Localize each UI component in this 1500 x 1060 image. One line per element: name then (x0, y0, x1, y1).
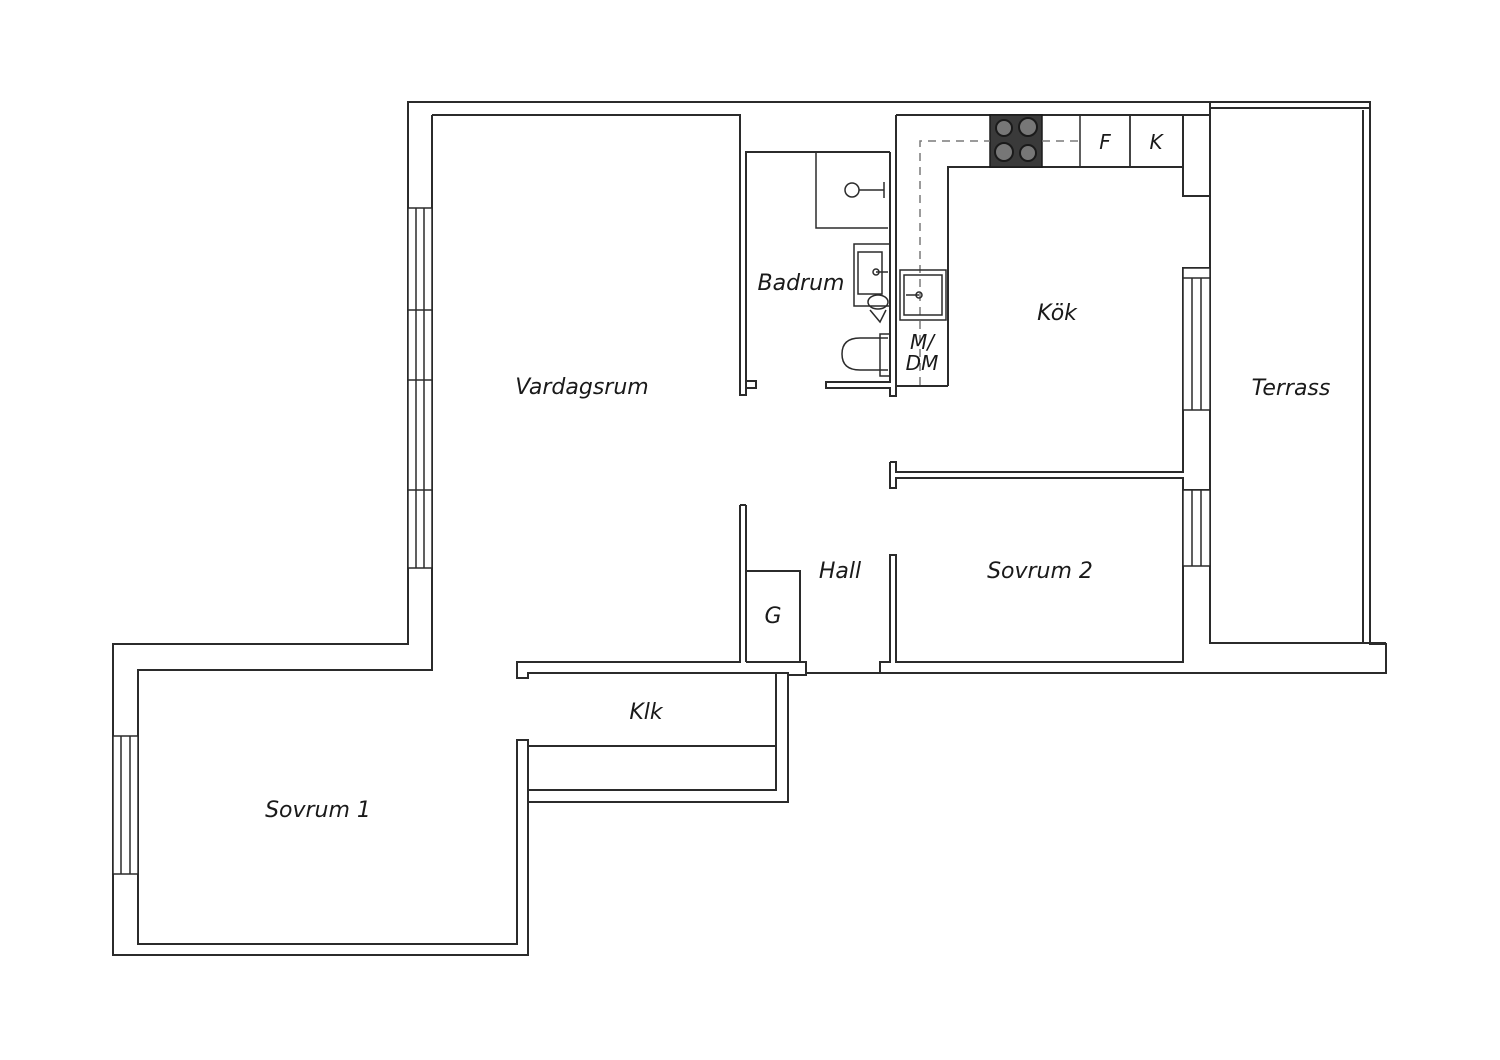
interior-walls (516, 114, 1210, 802)
freezer-box (1129, 114, 1184, 168)
washer-label-line2: DM (906, 351, 939, 375)
window-sovrum1 (112, 735, 139, 875)
room-labels: Vardagsrum Badrum Kök Terrass Hall Sovru… (265, 271, 1330, 823)
fridge-label: F (1099, 130, 1111, 154)
toilet-icon (841, 337, 888, 371)
washbasin-icon (853, 243, 891, 307)
washer-label-line1: M/ (910, 330, 936, 354)
kitchen-sink-icon (899, 269, 947, 321)
room-label-vardagsrum: Vardagsrum (515, 375, 648, 400)
window-vardagsrum (407, 207, 433, 569)
shower-icon (815, 152, 888, 229)
room-label-klk: Klk (629, 700, 664, 725)
room-label-kok: Kök (1037, 301, 1078, 326)
window-kok (1182, 267, 1211, 411)
bathroom-fixtures (815, 152, 891, 377)
kitchen-fixtures (899, 114, 1184, 385)
window-sovrum2 (1182, 489, 1211, 567)
appliance-labels: F K M/ DM (906, 130, 1165, 375)
room-label-sovrum1: Sovrum 1 (265, 798, 371, 823)
room-label-badrum: Badrum (758, 271, 845, 296)
room-label-g: G (764, 604, 781, 629)
room-label-hall: Hall (819, 559, 861, 584)
windows (112, 207, 1211, 875)
freezer-label: K (1149, 130, 1164, 154)
room-label-terrass: Terrass (1252, 376, 1331, 401)
room-label-sovrum2: Sovrum 2 (987, 559, 1093, 584)
